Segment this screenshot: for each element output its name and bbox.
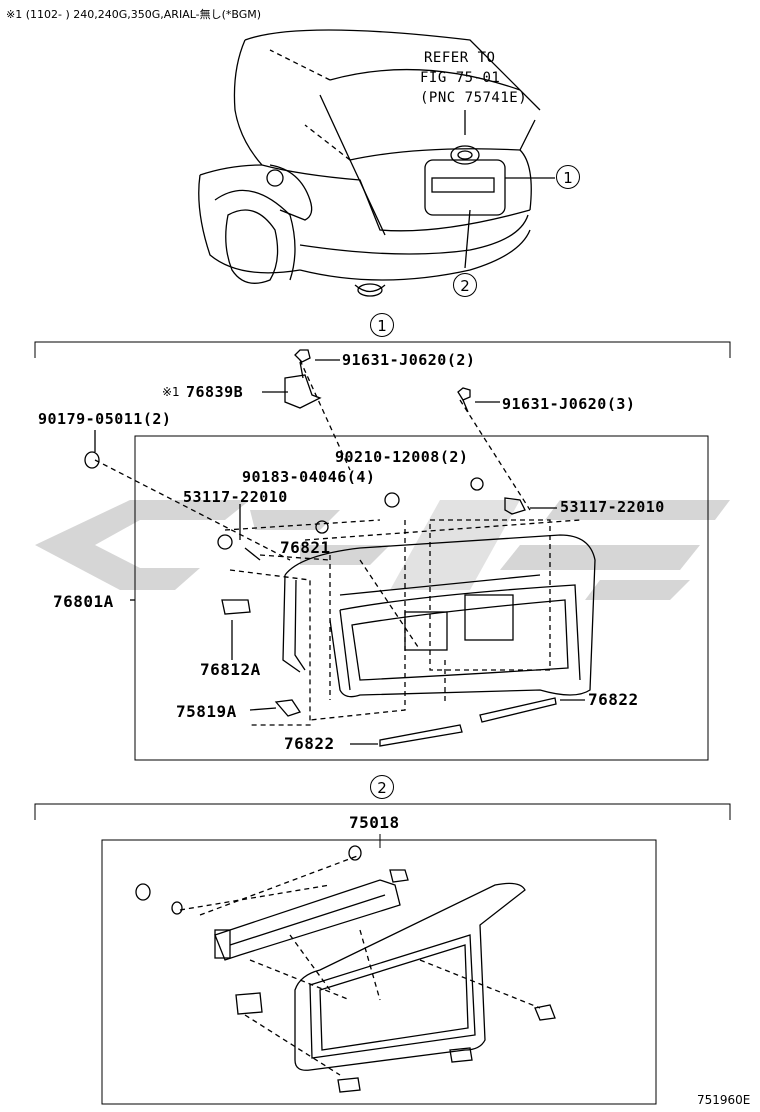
part-76801a: 76801A: [53, 592, 114, 611]
callout-1: 1: [556, 165, 580, 189]
part-53117-right: 53117-22010: [560, 498, 665, 516]
car-rear-illustration: [198, 29, 555, 297]
figure-code: 751960E: [697, 1093, 751, 1107]
part-76812a: 76812A: [200, 660, 261, 679]
part-75819a: 75819A: [176, 702, 237, 721]
part-76839b-mark: ※1: [162, 385, 180, 399]
part-91631-top: 91631-J0620(2): [342, 351, 476, 369]
section1-bracket: [34, 341, 731, 761]
part-76822-bottom: 76822: [284, 734, 335, 753]
section2-artwork: [135, 845, 556, 1093]
section1-artwork: [84, 349, 596, 747]
part-91631-right: 91631-J0620(3): [502, 395, 636, 413]
part-76839b: 76839B: [186, 383, 244, 401]
section2-marker: 2: [370, 775, 394, 799]
refer-line-3: (PNC 75741E): [420, 90, 528, 106]
part-53117-left: 53117-22010: [183, 488, 288, 506]
part-76821: 76821: [280, 538, 331, 557]
part-75018: 75018: [349, 813, 400, 832]
section2-bracket: [34, 803, 731, 1105]
part-76822-right: 76822: [588, 690, 639, 709]
part-90183: 90183-04046(4): [242, 468, 376, 486]
part-90210: 90210-12008(2): [335, 448, 469, 466]
callout-2: 2: [453, 273, 477, 297]
refer-line-1: REFER TO: [424, 50, 496, 66]
refer-line-2: FIG 75-01: [420, 70, 501, 86]
section1-marker: 1: [370, 313, 394, 337]
header-note: ※1 (1102- ) 240,240G,350G,ARIAL-無し(*BGM): [6, 8, 262, 21]
part-90179: 90179-05011(2): [38, 410, 172, 428]
